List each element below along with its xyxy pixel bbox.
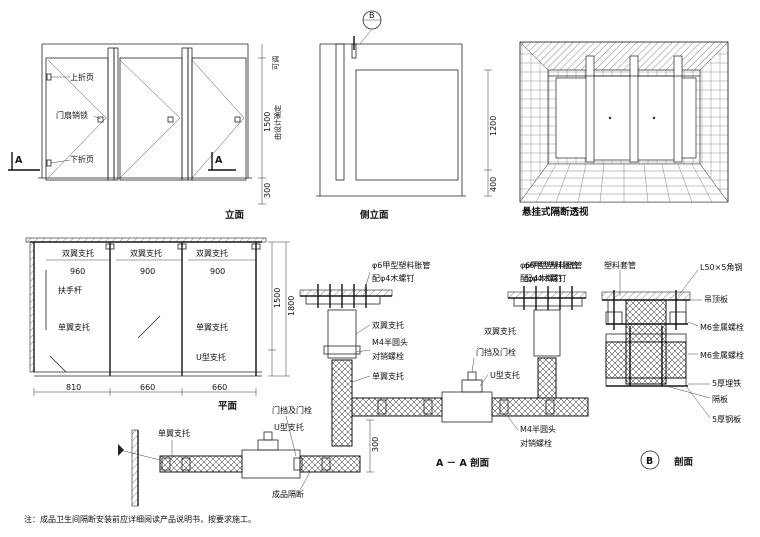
aa-label-m4-3: M4半圆头 (520, 424, 556, 434)
aa-label-anchor-2: 配φ4木螺钉 (372, 273, 414, 283)
aa-label-door-stop-2: 门挡及门栓 (272, 405, 312, 415)
footnote: 注：成品卫生间隔断安装前应详细阅读产品说明书，按要求施工。 (24, 514, 256, 524)
plan-label-single-2: 单翼支托 (196, 322, 228, 332)
b-label-partition-board: 隔板 (712, 394, 728, 404)
callout-b-section-letter: B (646, 456, 653, 467)
aa-label-anchor-1: φ6甲型塑料胀管 (372, 260, 430, 270)
dim-side-1200: 1200 (489, 116, 498, 136)
section-mark-right: A (215, 155, 223, 166)
b-label-steel-plate: 5厚钢板 (712, 414, 741, 424)
plan-dim-bottom-2: 660 (140, 383, 155, 392)
section-b-view: φ6甲型塑料胀管 配φ4木螺钉 塑料套管 L50×5角钢 吊顶板 M6金属螺栓 … (524, 260, 744, 470)
section-aa-title: A － A 剖面 (436, 457, 490, 469)
plan-dim-bottom-3: 660 (212, 383, 227, 392)
perspective-title: 悬挂式隔断透视 (521, 206, 589, 218)
b-label-anchor-2: 配φ4木螺钉 (524, 273, 566, 283)
note-by-design: 由设计确定 (273, 105, 282, 140)
plan-dim-1500: 1500 (273, 288, 282, 308)
perspective-view: 悬挂式隔断透视 (519, 41, 729, 218)
aa-label-anchor-3: φ6甲型塑料胀管 (520, 260, 578, 270)
plan-dim-top-2: 900 (140, 267, 155, 276)
plan-dim-1800: 1800 (287, 296, 296, 316)
b-label-embedded-iron: 5厚埋铁 (712, 378, 741, 388)
aa-label-m4-1: M4半圆头 (372, 337, 408, 347)
callout-b-section (640, 450, 660, 470)
aa-label-double: 双翼支托 (372, 320, 404, 330)
aa-label-u-bracket-2: U型支托 (274, 422, 304, 432)
b-label-anchor-1: φ6甲型塑料胀管 (524, 260, 582, 270)
callout-b-side-letter: B (369, 11, 375, 20)
plan-dim-bottom-1: 810 (66, 383, 81, 392)
label-lower-hinge: 下折页 (70, 154, 94, 164)
plan-view: 双翼支托 双翼支托 双翼支托 960 900 900 扶手杆 单翼支托 单翼支托… (25, 237, 296, 412)
elevation-view: 上折页 门扇销锁 下折页 A A 1500 300 可调 由设计确定 立面 (8, 43, 282, 221)
plan-label-handrail: 扶手杆 (58, 285, 82, 295)
aa-label-single-2: 单翼支托 (158, 428, 190, 438)
dim-elev-1500: 1500 (263, 112, 272, 132)
section-b-title: 剖面 (674, 456, 694, 468)
aa-label-m4-2: 对销螺栓 (372, 351, 404, 361)
aa-label-u-bracket: U型支托 (490, 370, 520, 380)
note-adjustable: 可调 (271, 56, 280, 70)
aa-label-single-1: 单翼支托 (372, 371, 404, 381)
aa-label-anchor-4: 配φ4木螺钉 (520, 273, 562, 283)
aa-label-partition: 成品隔断 (272, 489, 304, 499)
side-elevation-view: B 1200 400 侧立面 (316, 10, 498, 221)
plan-label-double-1: 双翼支托 (62, 248, 94, 258)
plan-title: 平面 (218, 401, 238, 412)
plan-label-single-1: 单翼支托 (58, 322, 90, 332)
aa-dim-300: 300 (371, 437, 380, 452)
b-label-m6-2: M6金属螺栓 (700, 350, 744, 360)
label-door-lock: 门扇销锁 (56, 110, 88, 120)
b-label-plastic-sleeve: 塑料套管 (604, 260, 636, 270)
plan-label-double-3: 双翼支托 (196, 248, 228, 258)
b-label-ceiling-board: 吊顶板 (704, 294, 728, 304)
plan-label-u-bracket: U型支托 (196, 352, 226, 362)
b-label-angle-steel: L50×5角钢 (700, 262, 742, 272)
side-elevation-title: 侧立面 (360, 209, 389, 221)
b-label-m6-1: M6金属螺栓 (700, 322, 744, 332)
plan-dim-top-1: 960 (70, 267, 85, 276)
aa-label-double-right: 双翼支托 (484, 326, 516, 336)
elevation-title: 立面 (225, 209, 245, 221)
dim-side-400: 400 (489, 177, 498, 192)
section-mark-left: A (15, 155, 23, 166)
label-upper-hinge: 上折页 (70, 72, 94, 82)
plan-label-double-2: 双翼支托 (130, 248, 162, 258)
section-aa-view: φ6甲型塑料胀管 配φ4木螺钉 双翼支托 M4半圆头 对销螺栓 单翼支托 门挡及… (118, 260, 589, 507)
plan-dim-top-3: 900 (210, 267, 225, 276)
aa-label-door-stop: 门挡及门栓 (476, 347, 516, 357)
dim-elev-300: 300 (263, 183, 272, 198)
aa-label-m4-4: 对销螺栓 (520, 438, 552, 448)
